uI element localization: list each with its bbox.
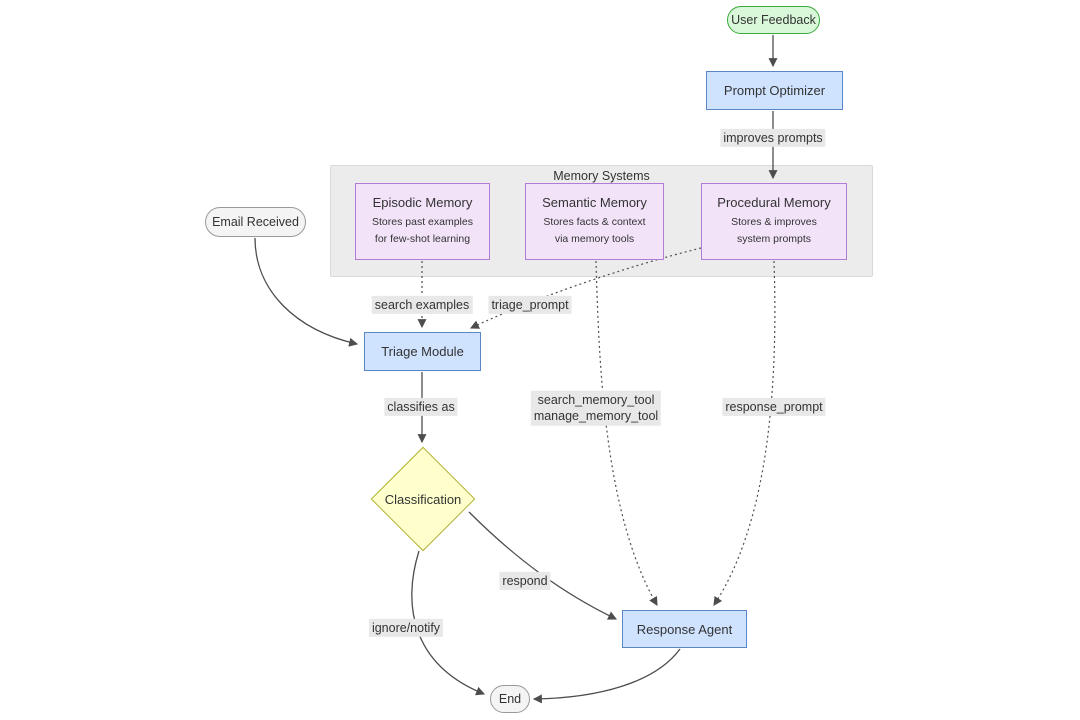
episodic-memory-desc-line1: Stores past examples bbox=[372, 216, 473, 229]
semantic-memory-desc: Stores facts & context via memory tools bbox=[543, 214, 645, 248]
node-email-received: Email Received bbox=[205, 207, 306, 237]
node-response-agent: Response Agent bbox=[622, 610, 747, 648]
edge-label-improves-prompts: improves prompts bbox=[720, 128, 826, 148]
episodic-memory-title: Episodic Memory bbox=[372, 195, 473, 211]
procedural-memory-title: Procedural Memory bbox=[717, 195, 831, 211]
prompt-optimizer-label: Prompt Optimizer bbox=[723, 83, 826, 98]
edge-email-received-to-triage-module bbox=[254, 237, 359, 347]
semantic-memory-desc-line2: via memory tools bbox=[554, 233, 635, 245]
procedural-memory-desc-line2: system prompts bbox=[736, 233, 812, 245]
end-label: End bbox=[498, 692, 522, 706]
edge-label-response-prompt: response_prompt bbox=[722, 397, 826, 417]
node-semantic-memory: Semantic Memory Stores facts & context v… bbox=[525, 183, 664, 260]
edge-classification-to-response-agent bbox=[468, 511, 618, 620]
node-triage-module: Triage Module bbox=[364, 332, 481, 371]
edge-label-memory-tools: search_memory_tool manage_memory_tool bbox=[530, 390, 662, 426]
edge-label-triage-prompt: triage_prompt bbox=[488, 295, 572, 315]
edge-label-ignore-notify: ignore/notify bbox=[368, 618, 444, 638]
episodic-memory-desc-line2: for few-shot learning bbox=[374, 233, 471, 245]
cluster-memory-systems-title: Memory Systems bbox=[553, 169, 650, 183]
user-feedback-label: User Feedback bbox=[731, 13, 816, 27]
semantic-memory-desc-line1: Stores facts & context bbox=[543, 216, 646, 229]
node-end: End bbox=[490, 685, 530, 713]
edge-procedural-memory-to-response-agent bbox=[713, 260, 776, 606]
edge-label-manage-memory-tool: manage_memory_tool bbox=[533, 409, 659, 423]
node-user-feedback: User Feedback bbox=[727, 6, 820, 34]
edge-label-search-examples: search examples bbox=[371, 295, 473, 315]
edge-response-agent-to-end bbox=[532, 648, 681, 704]
response-agent-label: Response Agent bbox=[636, 621, 733, 637]
edge-semantic-memory-to-response-agent bbox=[595, 260, 658, 606]
edge-procedural-memory-to-triage-module bbox=[469, 247, 702, 329]
procedural-memory-desc: Stores & improves system prompts bbox=[731, 214, 817, 248]
episodic-memory-desc: Stores past examples for few-shot learni… bbox=[372, 214, 473, 248]
node-prompt-optimizer: Prompt Optimizer bbox=[706, 71, 843, 110]
classification-label: Classification bbox=[384, 491, 462, 507]
triage-module-label: Triage Module bbox=[381, 344, 464, 359]
node-procedural-memory: Procedural Memory Stores & improves syst… bbox=[701, 183, 847, 260]
semantic-memory-title: Semantic Memory bbox=[542, 195, 647, 211]
node-episodic-memory: Episodic Memory Stores past examples for… bbox=[355, 183, 490, 260]
node-classification: Classification bbox=[370, 446, 476, 552]
email-received-label: Email Received bbox=[212, 215, 299, 229]
edge-label-classifies-as: classifies as bbox=[384, 397, 458, 417]
procedural-memory-desc-line1: Stores & improves bbox=[731, 216, 817, 229]
edge-label-respond: respond bbox=[499, 571, 551, 591]
edge-label-search-memory-tool: search_memory_tool bbox=[537, 392, 655, 407]
